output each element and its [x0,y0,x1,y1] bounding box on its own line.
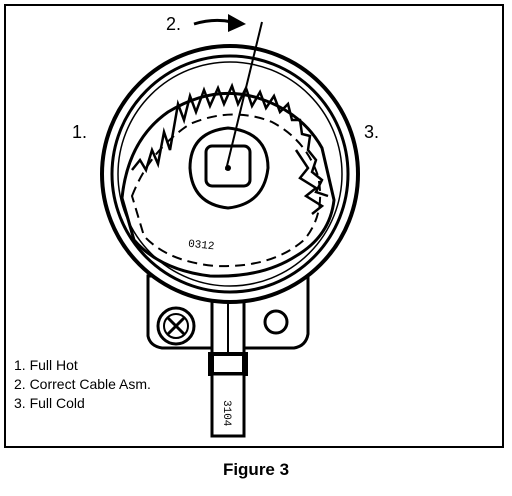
spring-right [294,149,325,215]
figure-caption: Figure 3 [222,460,290,479]
cable-part-mark: 3104 [220,400,232,427]
indicator-pointer [225,21,263,171]
direction-arrow [193,18,233,26]
callout-3: 3. [364,122,380,142]
legend: 1. Full Hot 2. Correct Cable Asm. 3. Ful… [14,356,151,413]
inner-housing-ring [110,54,350,294]
legend-item-full-hot: 1. Full Hot [14,357,78,373]
callout-2: 2. [166,14,182,34]
gear-teeth [131,82,329,198]
legend-item-full-cold: 3. Full Cold [14,395,85,411]
bracket-screw-left [156,306,196,346]
figure-frame [4,4,504,448]
housing-rim [117,61,343,287]
direction-arrowhead [228,14,246,32]
callout-1: 1. [72,122,88,142]
cable-conduit [208,300,248,438]
legend-item-correct-cable: 2. Correct Cable Asm. [14,376,151,392]
gear-sector [120,91,336,278]
bracket-hole-right [263,309,289,335]
